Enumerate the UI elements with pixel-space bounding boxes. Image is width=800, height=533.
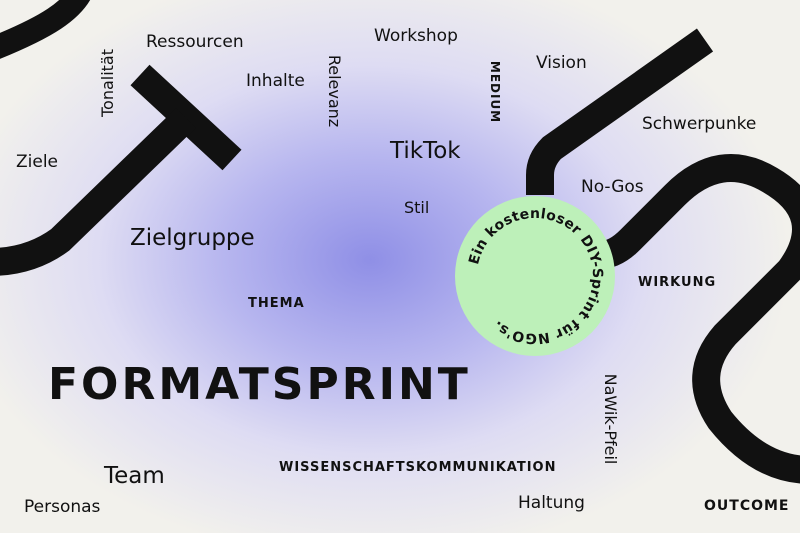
word-workshop: Workshop: [374, 26, 458, 46]
right-snake-lower: [599, 154, 800, 484]
word-team: Team: [104, 463, 165, 489]
word-vision: Vision: [536, 53, 587, 73]
word-thema: THEMA: [248, 296, 305, 311]
word-outcome: OUTCOME: [704, 498, 790, 514]
word-nawik-pfeil: NaWik-Pfeil: [601, 373, 620, 465]
t-shape-stem: [0, 107, 196, 276]
word-relevanz: Relevanz: [325, 54, 344, 128]
word-haltung: Haltung: [518, 493, 585, 513]
word-ressourcen: Ressourcen: [146, 32, 244, 52]
t-shape-bar: [130, 64, 242, 171]
badge-text: Ein kostenloser DIY-Sprint für NGO's.: [466, 206, 605, 346]
badge-circle: Ein kostenloser DIY-Sprint für NGO's.: [455, 196, 615, 356]
right-snake-path: [526, 28, 714, 195]
word-wirkung: WIRKUNG: [638, 275, 717, 290]
top-left-curve: [0, 0, 90, 59]
word-no-gos: No-Gos: [581, 177, 644, 197]
word-zielgruppe: Zielgruppe: [130, 225, 255, 251]
word-schwerpunke: Schwerpunke: [642, 114, 757, 134]
word-inhalte: Inhalte: [246, 71, 305, 91]
word-tonalitaet: Tonalität: [98, 48, 117, 118]
word-ziele: Ziele: [16, 152, 59, 172]
word-stil: Stil: [404, 198, 430, 217]
page-title: FORMATSPRINT: [48, 359, 471, 410]
word-wissenschaftskommunikation: WISSENSCHAFTSKOMMUNIKATION: [279, 460, 557, 475]
word-personas: Personas: [24, 497, 101, 517]
word-medium: MEDIUM: [488, 60, 502, 124]
svg-text:Ein kostenloser DIY-Sprint für: Ein kostenloser DIY-Sprint für NGO's.: [466, 206, 605, 346]
word-tiktok: TikTok: [390, 138, 461, 164]
